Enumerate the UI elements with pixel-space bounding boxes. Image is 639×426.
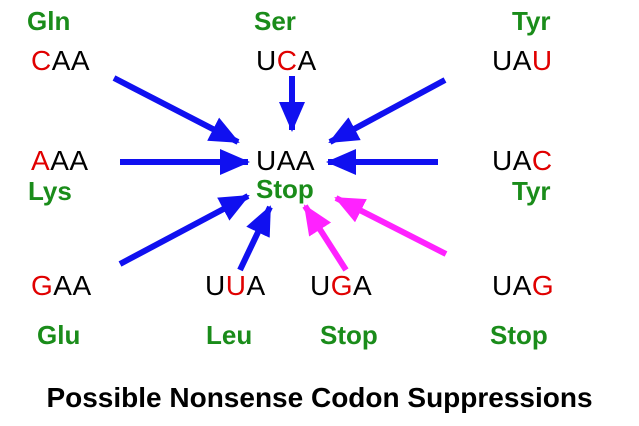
- codon-uua-base-1: U: [205, 270, 226, 301]
- amino-label-stop-uag: Stop: [490, 320, 548, 350]
- codon-caa-base-1: C: [31, 45, 52, 76]
- arrow-gaa-to-stop: [118, 193, 250, 267]
- codon-uua: UUA: [205, 272, 266, 300]
- codon-uca: UCA: [256, 47, 317, 75]
- codon-uac-base-2: C: [531, 145, 553, 176]
- codon-uga: UGA: [310, 272, 372, 300]
- codon-gaa-base-2: AA: [53, 270, 92, 301]
- codon-uga-base-2: G: [330, 270, 354, 301]
- codon-uag-base-2: G: [531, 270, 555, 301]
- arrow-uua-to-stop: [237, 205, 273, 272]
- codon-uau-base-2: U: [531, 45, 553, 76]
- codon-uac: UAC: [492, 147, 553, 175]
- codon-uga-base-1: U: [310, 270, 331, 301]
- codon-uca-base-2: C: [276, 45, 298, 76]
- center-codon-uaa: UAA: [256, 145, 316, 176]
- amino-label-stop-uga: Stop: [320, 320, 378, 350]
- codon-aaa: AAA: [31, 147, 89, 175]
- codon-uca-base-1: U: [256, 45, 277, 76]
- arrow-uag-to-stop: [334, 195, 448, 257]
- codon-gaa-base-1: G: [31, 270, 54, 301]
- codon-uca-base-3: A: [297, 45, 317, 76]
- codon-uua-base-3: A: [246, 270, 266, 301]
- codon-uac-base-1: UA: [492, 145, 532, 176]
- codon-caa: CAA: [31, 47, 90, 75]
- amino-label-tyr-top: Tyr: [512, 6, 551, 36]
- codon-aaa-base-2: AA: [50, 145, 89, 176]
- codon-gaa: GAA: [31, 272, 92, 300]
- amino-label-tyr-mid: Tyr: [512, 176, 551, 206]
- codon-uag: UAG: [492, 272, 554, 300]
- amino-label-lys: Lys: [28, 176, 72, 206]
- codon-uga-base-3: A: [353, 270, 373, 301]
- codon-aaa-base-1: A: [31, 145, 51, 176]
- amino-label-leu: Leu: [206, 320, 253, 350]
- arrow-uga-to-stop: [302, 204, 349, 272]
- diagram-caption: Possible Nonsense Codon Suppressions: [46, 382, 593, 413]
- codon-uau: UAU: [492, 47, 553, 75]
- amino-label-ser: Ser: [254, 6, 296, 36]
- codon-uag-base-1: UA: [492, 270, 532, 301]
- codon-caa-base-2: AA: [51, 45, 91, 76]
- amino-label-gln: Gln: [27, 6, 71, 36]
- codon-uua-base-2: U: [225, 270, 247, 301]
- center-stop-label: Stop: [256, 174, 314, 204]
- arrow-caa-to-uaa: [112, 75, 240, 145]
- arrow-uau-to-uaa: [328, 77, 447, 145]
- codon-uau-base-1: UA: [492, 45, 532, 76]
- amino-label-glu: Glu: [37, 320, 81, 350]
